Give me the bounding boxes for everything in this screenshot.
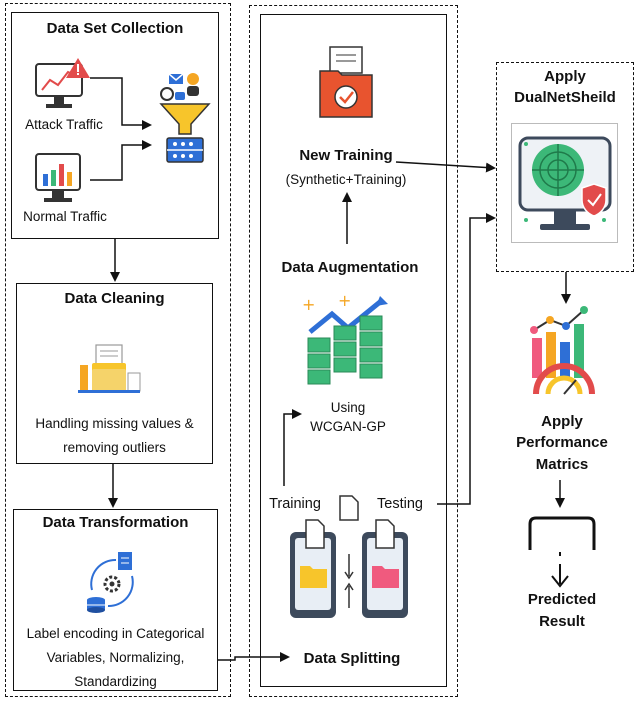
new-training-folder-icon (319, 46, 373, 118)
data-set-collection-title: Data Set Collection (46, 20, 184, 37)
data-transformation-title: Data Transformation (42, 514, 189, 531)
svg-text:+: + (338, 294, 351, 310)
predicted-result-line2: Result (539, 613, 585, 630)
data-cleaning-icon (78, 344, 141, 393)
augmentation-using-line2: WCGAN-GP (310, 419, 386, 434)
data-transformation-box (13, 509, 218, 691)
data-transformation-desc-line3: Standardizing (74, 674, 157, 689)
predicted-result-icon (528, 516, 596, 588)
data-splitting-title: Data Splitting (303, 650, 401, 667)
augmentation-using-line1: Using (330, 400, 366, 415)
metrics-title-line2: Performance (516, 434, 608, 451)
radar-shield-monitor-icon (518, 136, 612, 230)
data-augmentation-icon: + + (302, 294, 388, 385)
apply-dualnetshield-title-line1: Apply (544, 68, 586, 85)
data-transformation-desc-line1: Label encoding in Categorical (26, 626, 205, 641)
new-training-title: New Training (299, 147, 393, 164)
testing-label: Testing (377, 496, 423, 512)
data-cleaning-desc-line1: Handling missing values & (35, 416, 194, 431)
data-splitting-icon (290, 495, 408, 618)
apply-dualnetshield-title-line2: DualNetSheild (514, 89, 616, 106)
metrics-title-line1: Apply (541, 413, 583, 430)
left-panel-frame (5, 3, 231, 697)
apply-dualnetshield-frame (496, 62, 634, 272)
middle-panel-frame (249, 5, 458, 697)
data-cleaning-title: Data Cleaning (64, 290, 165, 307)
svg-text:+: + (302, 295, 315, 314)
data-transformation-icon (87, 552, 134, 613)
training-label: Training (269, 496, 321, 512)
attack-traffic-label: Attack Traffic (25, 117, 103, 132)
normal-traffic-label: Normal Traffic (23, 209, 107, 224)
data-funnel-icon (159, 73, 211, 163)
performance-metrics-icon (530, 306, 595, 395)
data-cleaning-desc-line2: removing outliers (63, 440, 166, 455)
data-transformation-desc-line2: Variables, Normalizing, (46, 650, 185, 665)
normal-monitor-icon (35, 153, 81, 202)
predicted-result-line1: Predicted (527, 591, 597, 608)
new-training-subtitle: (Synthetic+Training) (285, 172, 407, 187)
metrics-title-line3: Matrics (535, 456, 589, 473)
data-augmentation-title: Data Augmentation (281, 259, 419, 276)
attack-monitor-icon (35, 58, 90, 108)
